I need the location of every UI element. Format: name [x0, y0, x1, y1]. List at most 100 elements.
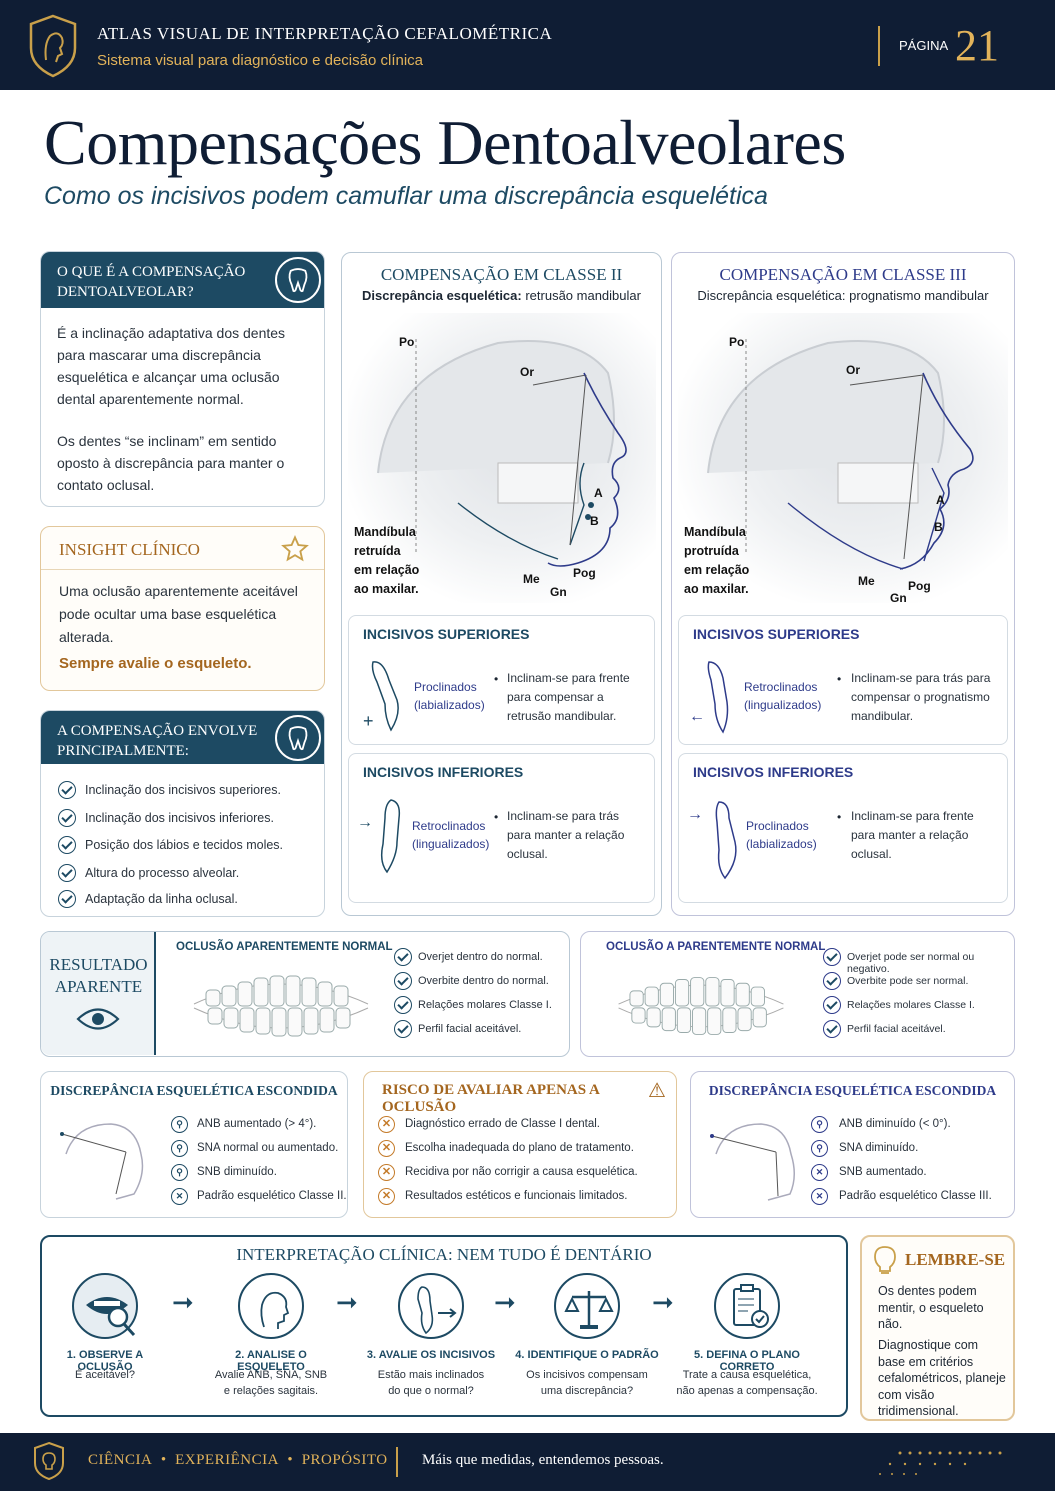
class3-upper-title: INCISIVOS SUPERIORES [693, 626, 860, 642]
class3-upper-desc: Inclinam-se para trás para compensar o p… [851, 671, 991, 723]
class2-lower-desc: Inclinam-se para trás para manter a rela… [507, 809, 625, 861]
class2-tracing [377, 339, 627, 567]
class2-upper-desc: Inclinam-se para frente para compensar a… [507, 671, 630, 723]
header-bar: ATLAS VISUAL DE INTERPRETAÇÃO CEFALOMÉTR… [0, 0, 1055, 90]
lightbulb-icon [874, 1246, 896, 1274]
involves-item: Inclinação dos incisivos superiores. [85, 783, 281, 797]
class3-lower-desc: Inclinam-se para frente para manter a re… [851, 809, 974, 861]
x-circle-icon: ✕ [378, 1164, 395, 1181]
skeleton-icon: ⚲ [171, 1164, 188, 1181]
skeleton-icon: ✕ [811, 1164, 828, 1181]
clipboard-check-icon [733, 1284, 769, 1328]
footer-divider [396, 1447, 398, 1477]
class2-lower-title: INCISIVOS INFERIORES [363, 764, 524, 780]
result-label-box [41, 932, 156, 1055]
class2-upper-symbol: + [363, 711, 374, 731]
class2-lower-card: INCISIVOS INFERIORES → Retroclinados(lin… [348, 753, 655, 903]
remember-p1: Os dentes podem mentir, o esqueleto não. [878, 1284, 984, 1331]
warning-icon: ⚠ [648, 1080, 666, 1102]
footer-tagline: Máis que medidas, entendemos pessoas. [422, 1452, 664, 1468]
class3-lower-title: INCISIVOS INFERIORES [693, 764, 854, 780]
class2-heading: COMPENSAÇÃO EM CLASSE II [380, 265, 623, 284]
remember-heading: LEMBRE-SE [905, 1250, 1006, 1269]
hidden-right-card: DISCREPÂNCIA ESQUELÉTICA ESCONDIDA ⚲ANB … [690, 1071, 1015, 1218]
eye-icon [76, 1008, 120, 1030]
step4-icon-circle [554, 1273, 620, 1339]
step2-title: 2. ANALISE O ESQUELETO [235, 1349, 307, 1373]
header-divider [878, 26, 880, 66]
step1-icon-circle [72, 1273, 138, 1339]
step1-title: 1. OBSERVE A OCLUSÃO [66, 1349, 144, 1373]
risk-item: Resultados estéticos e funcionais limita… [405, 1190, 628, 1202]
result-right-item: Overjet pode ser normal ou negativo. [847, 951, 975, 975]
class2-upper-card: INCISIVOS SUPERIORES + Proclinados(labia… [348, 615, 655, 745]
insight-text: Uma oclusão aparentemente aceitável pode… [59, 583, 298, 645]
hidden-right-heading: DISCREPÂNCIA ESQUELÉTICA ESCONDIDA [708, 1083, 997, 1098]
result-right-item: Perfil facial aceitável. [847, 1023, 946, 1035]
skeleton-icon: ✕ [811, 1188, 828, 1205]
class2-panel: COMPENSAÇÃO EM CLASSE II Discrepância es… [341, 252, 662, 916]
shield-logo-icon [34, 1441, 64, 1481]
class3-upper-card: INCISIVOS SUPERIORES ← Retroclinados(lin… [678, 615, 1008, 745]
check-icon [394, 972, 412, 990]
class3-subheading: Discrepância esquelética: prognatismo ma… [697, 288, 989, 303]
hidden-left-item: ANB aumentado (> 4°). [197, 1118, 317, 1130]
class3-lower-label: Proclinados(labializados) [746, 819, 817, 851]
mouth-magnifier-icon [86, 1297, 136, 1337]
clinical-heading: INTERPRETAÇÃO CLÍNICA: NEM TUDO É DENTÁR… [236, 1245, 652, 1264]
page-number: 21 [955, 21, 999, 70]
involves-item: Altura do processo alveolar. [85, 866, 240, 880]
clinical-card: INTERPRETAÇÃO CLÍNICA: NEM TUDO É DENTÁR… [40, 1235, 848, 1417]
landmark-a: A [594, 486, 603, 500]
landmark-a: A [936, 493, 945, 507]
page-label: PÁGINA [899, 38, 949, 53]
result-left-item: Overbite dentro do normal. [418, 975, 549, 987]
skull-tracing-icon [710, 1123, 795, 1201]
step1-desc: É aceitável? [75, 1369, 135, 1381]
class3-heading: COMPENSAÇÃO EM CLASSE III [719, 265, 967, 284]
landmark-b: B [590, 514, 599, 528]
involves-item: Adaptação da linha oclusal. [85, 892, 238, 906]
result-left-title: OCLUSÃO APARENTEMENTE NORMAL [176, 941, 393, 953]
class3-tracing [707, 339, 974, 570]
tooth-icon [275, 257, 321, 303]
landmark-po: Po [399, 335, 415, 349]
bullet: • [494, 810, 499, 824]
involves-item: Posição dos lábios e tecidos moles. [85, 838, 284, 852]
step5-icon-circle [714, 1273, 780, 1339]
arrow-right-icon: ➞ [172, 1287, 194, 1317]
class3-lower-card: INCISIVOS INFERIORES → Proclinados(labia… [678, 753, 1008, 903]
result-left-item: Relações molares Classe I. [418, 999, 552, 1011]
remember-card: LEMBRE-SE Os dentes podem mentir, o esqu… [860, 1235, 1015, 1421]
class2-subheading: Discrepância esquelética: retrusão mandi… [362, 288, 641, 303]
skeleton-icon: ⚲ [171, 1116, 188, 1133]
landmark-me: Me [858, 574, 875, 588]
landmark-gn: Gn [890, 591, 907, 605]
page-subtitle: Como os incisivos podem camuflar uma dis… [44, 182, 768, 210]
insight-divider [41, 569, 324, 570]
check-icon [394, 996, 412, 1014]
head-profile-icon [260, 1291, 290, 1329]
atlas-subtitle: Sistema visual para diagnóstico e decisã… [97, 52, 424, 69]
risk-item: Diagnóstico errado de Classe I dental. [405, 1118, 600, 1130]
check-icon [823, 948, 841, 966]
arrow-right-icon: ➞ [336, 1287, 358, 1317]
teeth-illustration [618, 977, 784, 1035]
class2-lower-label: Retroclinados(lingualizados) [412, 819, 490, 851]
arrow-right-icon: ➞ [494, 1287, 516, 1317]
check-icon [58, 836, 76, 854]
skeleton-icon: ⚲ [811, 1116, 828, 1133]
bullet: • [837, 810, 842, 824]
what-is-p2: Os dentes “se inclinam” em sentido opost… [57, 433, 285, 493]
skeleton-icon: ✕ [171, 1188, 188, 1205]
result-left-item: Perfil facial aceitável. [418, 1023, 522, 1035]
insight-card: INSIGHT CLÍNICO Uma oclusão aparentement… [40, 526, 325, 691]
